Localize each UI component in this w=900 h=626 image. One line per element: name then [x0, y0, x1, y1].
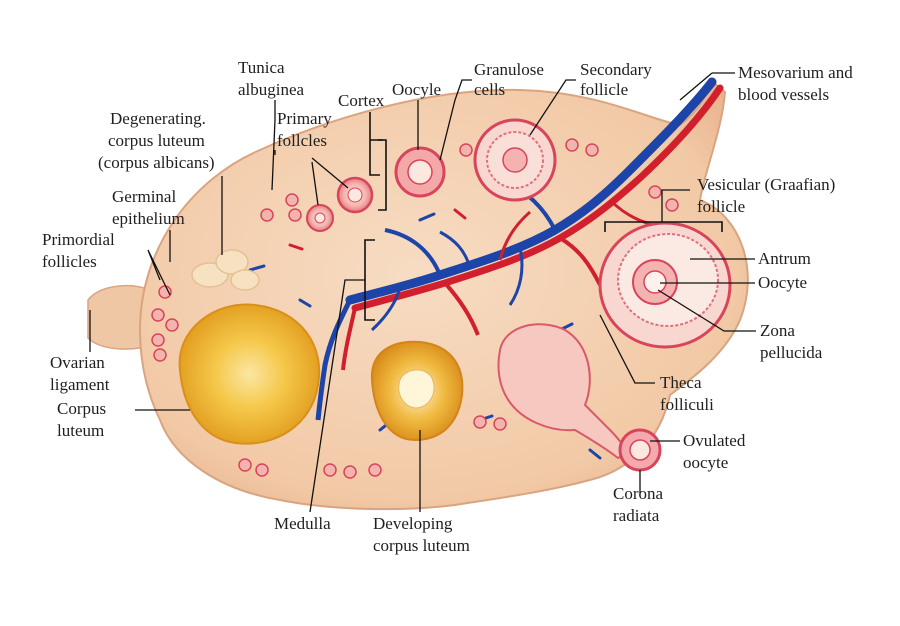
oocyte-follicle-shape — [394, 146, 446, 198]
label-zona-pellucida: Zona pellucida — [760, 321, 823, 362]
label-primordial-follicles: Primordial follicles — [42, 230, 119, 271]
label-cortex: Cortex — [338, 91, 385, 110]
label-ovulated-oocyte: Ovulated oocyte — [683, 431, 750, 472]
label-ovarian-ligament: Ovarian ligament — [50, 353, 110, 394]
label-granulose-cells: Granulose cells — [474, 60, 548, 99]
leader-lines — [89, 72, 756, 513]
label-oocyte-right: Oocyte — [758, 273, 807, 292]
blood-vessels — [315, 77, 724, 421]
ovulated-oocyte-shape — [618, 428, 662, 472]
label-degenerating-corpus-luteum: Degenerating. corpus luteum (corpus albi… — [98, 109, 215, 172]
label-tunica-albuginea: Tunica albuginea — [238, 58, 305, 99]
label-mesovarium: Mesovarium and blood vessels — [738, 63, 857, 104]
corpus-albicans-shape — [191, 249, 260, 291]
label-vesicular-follicle: Vesicular (Graafian) follicle — [697, 175, 840, 216]
label-theca-folliculi: Theca folliculi — [660, 373, 714, 414]
label-corpus-luteum: Corpus luteum — [57, 399, 110, 440]
label-antrum: Antrum — [758, 249, 811, 268]
label-corona-radiata: Corona radiata — [613, 484, 667, 525]
label-developing-corpus-luteum: Developing corpus luteum — [373, 514, 470, 555]
secondary-follicle-shape — [473, 118, 557, 202]
graafian-follicle-shape — [598, 221, 732, 349]
small-follicles — [151, 138, 679, 479]
label-primary-follicles: Primary follcles — [277, 109, 336, 150]
label-medulla: Medulla — [274, 514, 331, 533]
label-secondary-follicle: Secondary follicle — [580, 60, 656, 99]
corpus-luteum-shape — [178, 303, 321, 445]
label-germinal-epithelium: Germinal epithelium — [112, 187, 185, 228]
label-oocyte-top: Oocyle — [392, 80, 441, 99]
labels: Tunica albuginea Degenerating. corpus lu… — [42, 58, 857, 555]
